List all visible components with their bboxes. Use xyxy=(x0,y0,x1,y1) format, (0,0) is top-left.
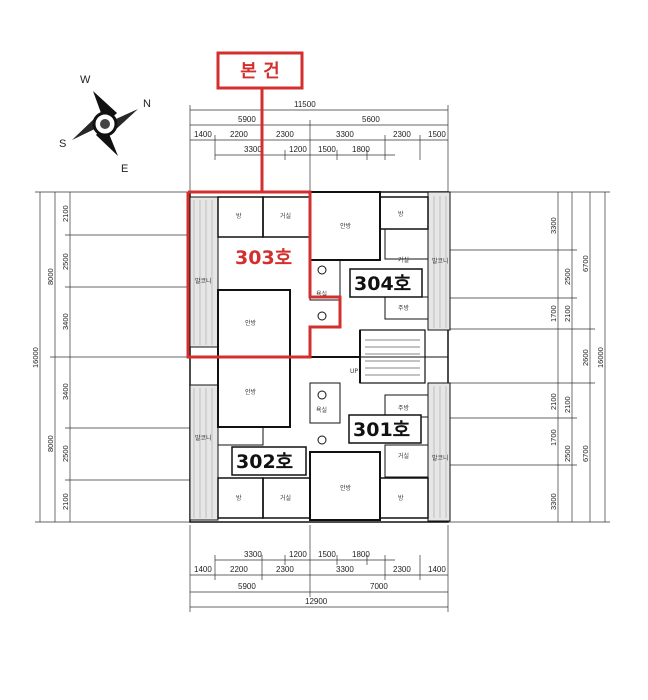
unit-303-label: 303호 xyxy=(235,247,292,269)
room-bed-302: 방 xyxy=(236,494,242,502)
dim-right-s4: 1700 xyxy=(549,429,558,446)
dim-top-r3-2: 1500 xyxy=(318,145,336,154)
dim-left-upper: 8000 xyxy=(46,268,55,285)
dim-top-r1-1: 5600 xyxy=(362,115,380,124)
dim-left-s4: 2500 xyxy=(61,445,70,462)
dim-bot-r2-1: 2200 xyxy=(230,565,248,574)
room-living-303: 거실 xyxy=(280,212,291,220)
room-master-301: 안방 xyxy=(340,484,352,492)
subject-unit-highlight xyxy=(186,51,342,359)
dim-bot-r2-2: 2300 xyxy=(276,565,294,574)
room-balcony-304: 발코니 xyxy=(432,257,449,265)
dim-left-s5: 2100 xyxy=(61,493,70,510)
dim-bot-r2-3: 3300 xyxy=(336,565,354,574)
dim-bot-r1-1: 1200 xyxy=(289,550,307,559)
room-living-304: 거실 xyxy=(398,256,409,264)
dim-right-inner0: 2100 xyxy=(563,305,572,322)
dim-right-s5: 2500 xyxy=(563,445,572,462)
room-balcony-303: 발코니 xyxy=(195,277,212,285)
dim-bot-r2-4: 2300 xyxy=(393,565,411,574)
dimensions-right xyxy=(448,191,610,523)
dim-right-lower: 6700 xyxy=(581,445,590,462)
room-master-303: 안방 xyxy=(245,319,257,327)
room-living-302: 거실 xyxy=(280,494,291,502)
unit-304: 304호 xyxy=(349,268,423,298)
dim-right-s0: 3300 xyxy=(549,217,558,234)
dim-right-s1: 2500 xyxy=(563,268,572,285)
dim-right-s3: 2100 xyxy=(563,396,572,413)
dimensions-left xyxy=(35,191,190,523)
dim-top-r3-1: 1200 xyxy=(289,145,307,154)
room-bed-303a: 방 xyxy=(236,212,242,220)
unit-301-label: 301호 xyxy=(353,419,410,441)
dim-right-inner1: 2100 xyxy=(549,393,558,410)
dim-right-middle: 2600 xyxy=(581,349,590,366)
unit-303: 303호 xyxy=(232,242,306,270)
room-bed-304: 방 xyxy=(398,210,404,218)
dim-left-lower: 8000 xyxy=(46,435,55,452)
dim-left-s2: 3400 xyxy=(61,313,70,330)
room-bath-304: 욕실 xyxy=(316,290,327,298)
dim-bot-r1-2: 1500 xyxy=(318,550,336,559)
compass-s: S xyxy=(59,138,66,150)
stair-up-label: UP xyxy=(350,368,358,375)
dimensions-bottom xyxy=(189,525,449,612)
dim-left-s1: 2500 xyxy=(61,253,70,270)
dim-top-r3-3: 1800 xyxy=(352,145,370,154)
room-kitchen-304: 주방 xyxy=(398,304,410,312)
subject-callout-label: 본 건 xyxy=(240,61,279,82)
unit-302: 302호 xyxy=(231,446,307,476)
room-master-302: 안방 xyxy=(245,388,257,396)
dim-right-total: 16000 xyxy=(596,347,605,368)
room-master-304: 안방 xyxy=(340,222,352,230)
dimensions-top xyxy=(189,105,449,195)
dim-right-s2: 1700 xyxy=(549,305,558,322)
dim-top-r3-0: 3300 xyxy=(244,145,262,154)
dim-top-total: 11500 xyxy=(294,100,316,109)
dim-right-upper: 6700 xyxy=(581,255,590,272)
dim-top-r2-5: 1500 xyxy=(428,130,446,139)
unit-302-label: 302호 xyxy=(236,451,293,473)
dim-bot-r2-0: 1400 xyxy=(194,565,212,574)
dim-top-r2-2: 2300 xyxy=(276,130,294,139)
balcony-hatching xyxy=(193,196,447,518)
dim-top-r2-0: 1400 xyxy=(194,130,212,139)
dim-left-total: 16000 xyxy=(31,347,40,368)
unit-301: 301호 xyxy=(348,414,422,444)
dim-top-r2-3: 3300 xyxy=(336,130,354,139)
dim-bot-r3-0: 5900 xyxy=(238,582,256,591)
dim-top-r2-4: 2300 xyxy=(393,130,411,139)
dim-bot-r3-1: 7000 xyxy=(370,582,388,591)
compass-rose: W N S E xyxy=(59,74,151,175)
compass-e: E xyxy=(121,163,128,175)
dim-left-s0: 2100 xyxy=(61,205,70,222)
room-bed-301: 방 xyxy=(398,494,404,502)
compass-w: W xyxy=(80,74,91,86)
room-labels: 방 거실 안방 발코니 안방 방 거실 주방 발코니 안방 발코니 방 거실 안… xyxy=(195,210,449,502)
unit-304-label: 304호 xyxy=(354,273,411,295)
dim-top-r2-1: 2200 xyxy=(230,130,248,139)
room-living-301: 거실 xyxy=(398,452,409,460)
compass-n: N xyxy=(143,98,151,110)
dim-bot-r1-3: 1800 xyxy=(352,550,370,559)
dim-bot-r2-5: 1400 xyxy=(428,565,446,574)
room-kitchen-301: 주방 xyxy=(398,404,410,412)
dim-top-r1-0: 5900 xyxy=(238,115,256,124)
room-balcony-301: 발코니 xyxy=(432,454,449,462)
dim-bot-r1-0: 3300 xyxy=(244,550,262,559)
room-balcony-302: 발코니 xyxy=(195,434,212,442)
room-bath-301: 욕실 xyxy=(316,406,327,414)
dim-left-s3: 3400 xyxy=(61,383,70,400)
dim-right-s6: 3300 xyxy=(549,493,558,510)
dim-bot-total: 12900 xyxy=(305,597,328,606)
